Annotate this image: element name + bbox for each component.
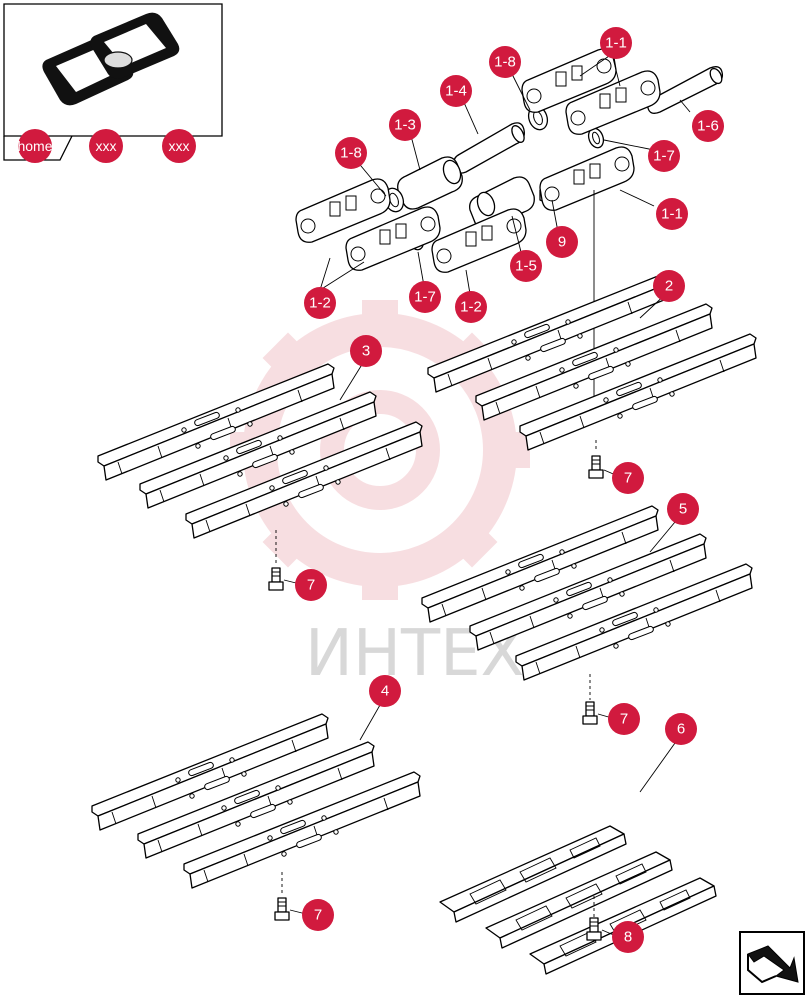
- callout-6[interactable]: 6: [665, 713, 697, 745]
- svg-text:1-5: 1-5: [515, 258, 537, 275]
- callout-7-b[interactable]: 7: [295, 569, 327, 601]
- svg-text:7: 7: [624, 470, 632, 487]
- home-button[interactable]: home: [17, 129, 53, 163]
- callout-8[interactable]: 8: [612, 921, 644, 953]
- pin-1-4: [452, 122, 525, 174]
- shoe-group-4: [91, 697, 421, 889]
- callout-1-4[interactable]: 1-4: [440, 75, 472, 107]
- svg-text:6: 6: [677, 721, 685, 738]
- callout-1-6[interactable]: 1-6: [692, 110, 724, 142]
- bushing-1-5: [469, 176, 535, 230]
- svg-text:1-7: 1-7: [653, 148, 675, 165]
- track-assembly-thumbnail: [42, 12, 180, 106]
- svg-text:1-8: 1-8: [494, 54, 516, 71]
- svg-text:1-1: 1-1: [661, 206, 683, 223]
- svg-text:7: 7: [314, 907, 322, 924]
- callout-1-7-right[interactable]: 1-7: [648, 140, 680, 172]
- next-page-button[interactable]: xxx: [162, 129, 196, 163]
- svg-text:9: 9: [558, 234, 566, 251]
- link-1-1-right: [539, 146, 635, 211]
- svg-text:xxx: xxx: [96, 138, 117, 154]
- svg-text:1-2: 1-2: [309, 295, 331, 312]
- callout-5[interactable]: 5: [667, 493, 699, 525]
- callout-1-1-top[interactable]: 1-1: [600, 27, 632, 59]
- callout-1-2-mid[interactable]: 1-2: [455, 291, 487, 323]
- callout-2[interactable]: 2: [653, 270, 685, 302]
- callout-4[interactable]: 4: [369, 675, 401, 707]
- callout-7-d[interactable]: 7: [302, 899, 334, 931]
- svg-text:home: home: [17, 138, 52, 154]
- bolt-7-c: [582, 674, 613, 725]
- ring-1-7-right: [587, 127, 605, 149]
- callout-1-2-left[interactable]: 1-2: [304, 287, 336, 319]
- svg-text:3: 3: [362, 343, 370, 360]
- svg-text:1-1: 1-1: [605, 35, 627, 52]
- svg-text:4: 4: [381, 683, 389, 700]
- svg-text:1-4: 1-4: [445, 83, 467, 100]
- callout-9[interactable]: 9: [546, 226, 578, 258]
- callout-1-1-right[interactable]: 1-1: [656, 198, 688, 230]
- svg-text:xxx: xxx: [169, 138, 190, 154]
- callout-7-c[interactable]: 7: [608, 703, 640, 735]
- svg-text:1-8: 1-8: [340, 145, 362, 162]
- svg-text:7: 7: [307, 577, 315, 594]
- svg-text:1-6: 1-6: [697, 118, 719, 135]
- svg-text:8: 8: [624, 929, 632, 946]
- grouser-group-6: [439, 735, 717, 975]
- prev-page-button[interactable]: xxx: [89, 129, 123, 163]
- callout-1-3[interactable]: 1-3: [389, 109, 421, 141]
- svg-text:1-3: 1-3: [394, 117, 416, 134]
- callout-3[interactable]: 3: [350, 335, 382, 367]
- bushing-1-3: [397, 156, 463, 210]
- svg-text:5: 5: [679, 501, 687, 518]
- callout-1-8-left[interactable]: 1-8: [335, 137, 367, 169]
- svg-text:1-7: 1-7: [414, 289, 436, 306]
- svg-text:7: 7: [620, 711, 628, 728]
- svg-text:1-2: 1-2: [460, 299, 482, 316]
- callout-1-8-top[interactable]: 1-8: [489, 46, 521, 78]
- callout-1-5[interactable]: 1-5: [510, 250, 542, 282]
- bolt-7-d: [274, 872, 307, 921]
- svg-text:2: 2: [665, 278, 673, 295]
- callout-1-7-mid[interactable]: 1-7: [409, 281, 441, 313]
- return-arrow-icon[interactable]: [739, 931, 805, 995]
- callout-7-a[interactable]: 7: [612, 462, 644, 494]
- thumbnail-panel[interactable]: [3, 3, 223, 161]
